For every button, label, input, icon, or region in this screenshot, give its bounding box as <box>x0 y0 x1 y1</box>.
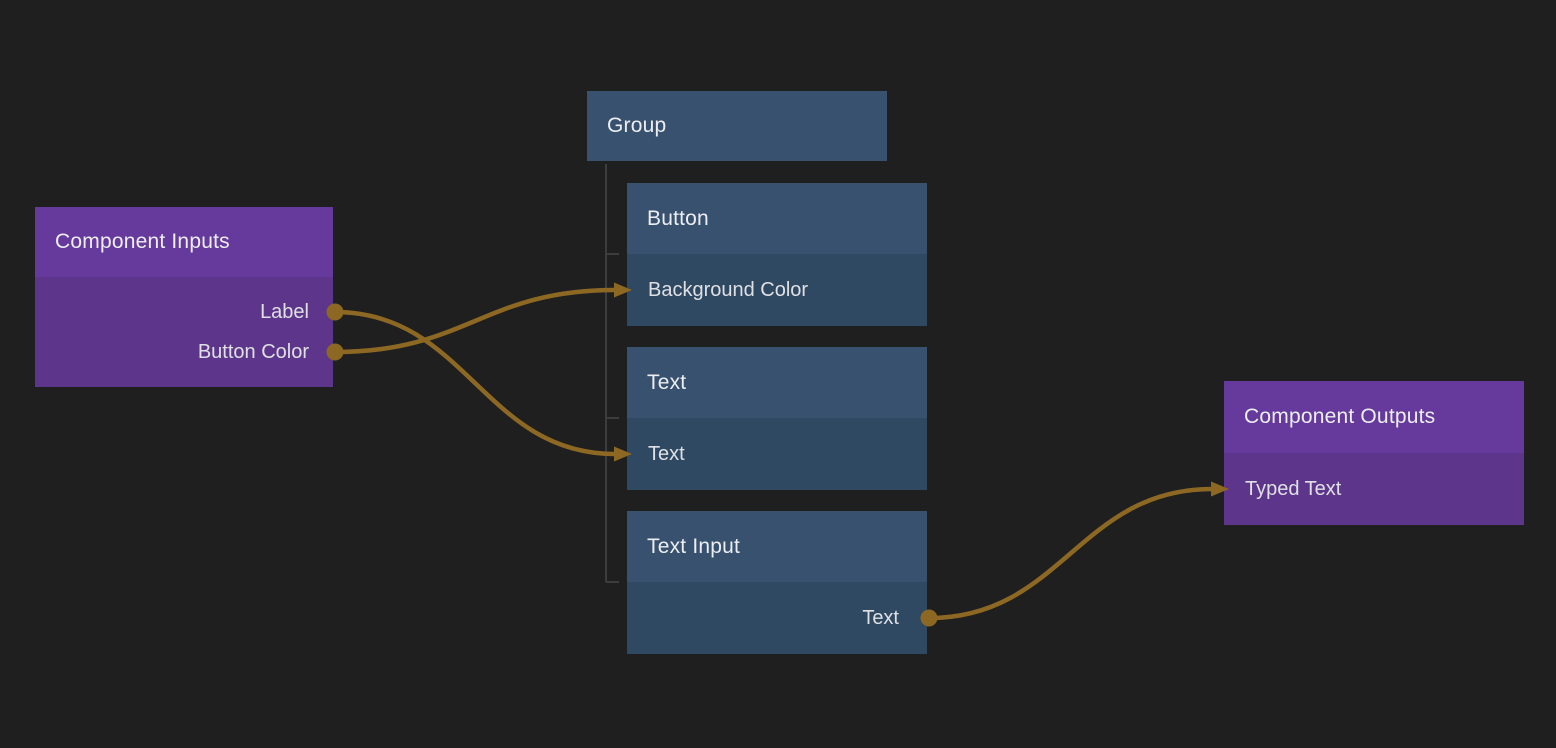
node-title: Group <box>607 114 667 137</box>
node-text-input-body: Text <box>627 582 927 654</box>
node-component-inputs[interactable]: Component Inputs Label Button Color <box>35 207 333 387</box>
node-text-body: Text <box>627 418 927 490</box>
node-component-inputs-body: Label Button Color <box>35 277 333 387</box>
port-button-color-output[interactable]: Button Color <box>35 332 333 372</box>
node-component-outputs-header[interactable]: Component Outputs <box>1224 381 1524 453</box>
connection-wire[interactable] <box>926 486 1215 621</box>
node-button-header[interactable]: Button <box>627 183 927 254</box>
node-title: Component Inputs <box>55 230 230 253</box>
port-label: Text <box>648 442 685 465</box>
port-label: Button Color <box>197 340 309 363</box>
port-typed-text-input[interactable]: Typed Text <box>1224 453 1524 525</box>
port-label: Typed Text <box>1245 477 1342 500</box>
node-group-header[interactable]: Group <box>587 91 887 161</box>
node-text-input-header[interactable]: Text Input <box>627 511 927 582</box>
node-title: Text <box>647 370 687 394</box>
node-group[interactable]: Group <box>587 91 887 161</box>
node-component-outputs[interactable]: Component Outputs Typed Text <box>1224 381 1524 525</box>
node-component-outputs-body: Typed Text <box>1224 453 1524 525</box>
node-text-header[interactable]: Text <box>627 347 927 418</box>
node-button-body: Background Color <box>627 254 927 326</box>
connection-wire[interactable] <box>332 287 618 355</box>
connection-wire[interactable] <box>332 309 618 457</box>
port-background-color-input[interactable]: Background Color <box>627 254 927 326</box>
group-children-connector <box>605 164 619 583</box>
port-label-output[interactable]: Label <box>35 292 333 332</box>
node-title: Component Outputs <box>1244 405 1436 428</box>
port-label: Label <box>260 300 309 323</box>
node-text[interactable]: Text Text <box>627 347 927 490</box>
node-title: Button <box>647 206 709 230</box>
node-component-inputs-header[interactable]: Component Inputs <box>35 207 333 277</box>
port-label: Background Color <box>648 278 809 301</box>
node-button[interactable]: Button Background Color <box>627 183 927 326</box>
node-title: Text Input <box>647 534 741 558</box>
node-text-input[interactable]: Text Input Text <box>627 511 927 654</box>
port-label: Text <box>862 606 899 629</box>
port-text-input[interactable]: Text <box>627 418 927 490</box>
port-text-output[interactable]: Text <box>627 582 927 654</box>
